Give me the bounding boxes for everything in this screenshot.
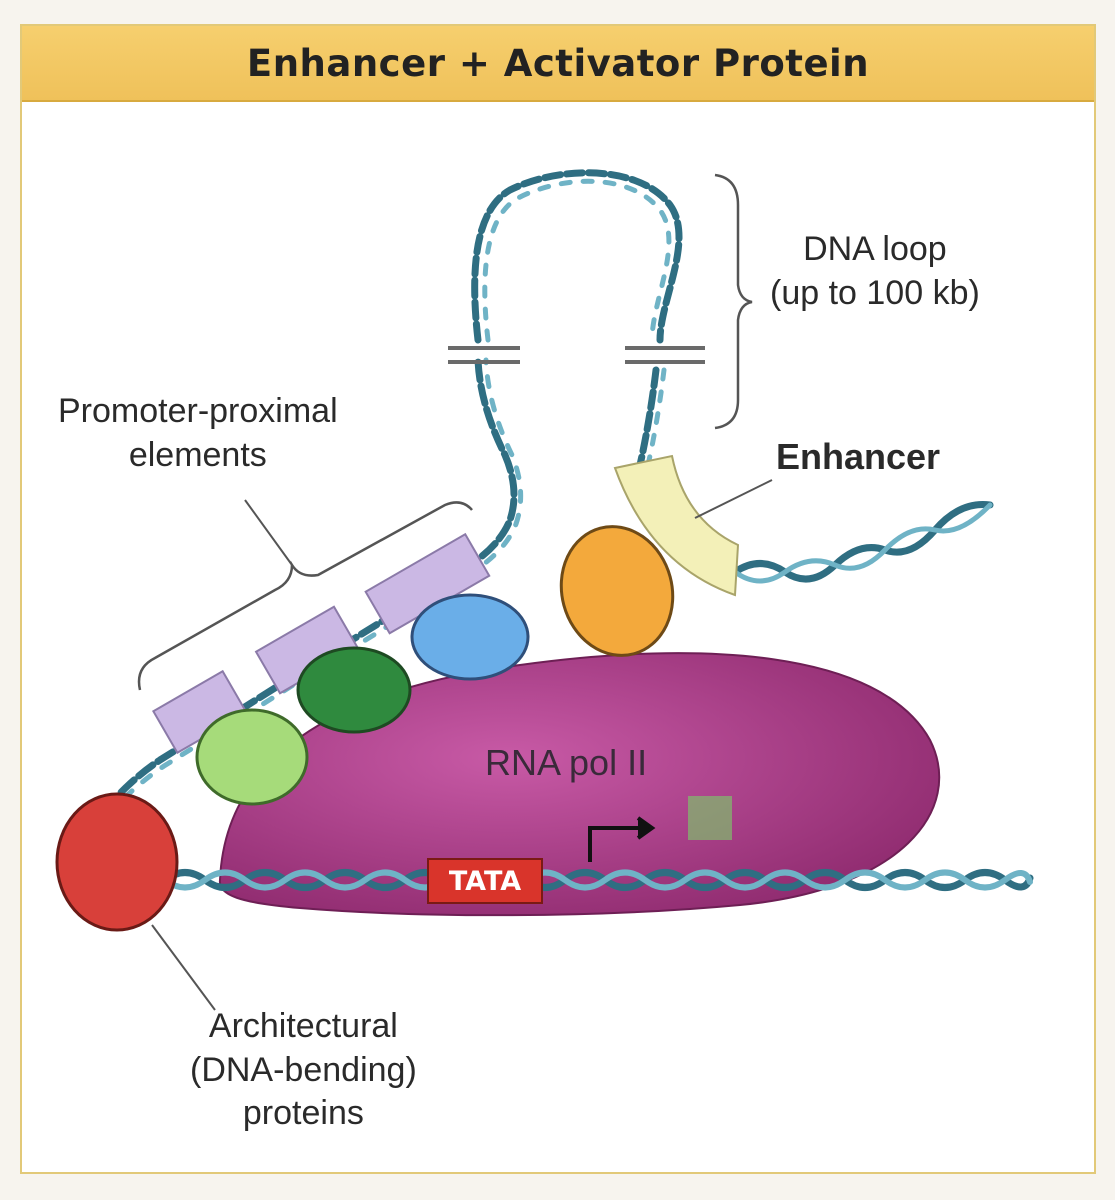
dna-tail-strand-b bbox=[732, 502, 993, 584]
promoter-proximal-elements bbox=[151, 532, 491, 755]
activator-blue bbox=[410, 593, 530, 681]
dna-loop-label-line1: DNA loop bbox=[803, 230, 947, 268]
architectural-proteins-label: Architectural (DNA-bending) proteins bbox=[190, 1005, 417, 1136]
promoter-proximal-label-line1: Promoter-proximal bbox=[58, 392, 338, 430]
title-bar: Enhancer + Activator Protein bbox=[22, 26, 1094, 102]
rna-pol-ii-label: RNA pol II bbox=[485, 742, 648, 783]
promoter-proximal-label: Promoter-proximal elements bbox=[58, 390, 338, 477]
transcription-start-arrow bbox=[588, 816, 656, 862]
enhancer-element bbox=[613, 454, 740, 597]
architectural-label-line2: (DNA-bending) bbox=[190, 1050, 417, 1089]
dna-loop-right-strand-b bbox=[645, 367, 667, 468]
dna-loop-label: DNA loop (up to 100 kb) bbox=[770, 228, 980, 315]
dna-main-strand-b bbox=[162, 869, 1033, 891]
dna-loop-label-line2: (up to 100 kb) bbox=[770, 273, 980, 312]
activator-orange bbox=[559, 525, 675, 657]
figure-frame: Enhancer + Activator Protein bbox=[20, 24, 1096, 1174]
loop-break-marks bbox=[448, 346, 705, 364]
enhancer-label: Enhancer bbox=[776, 436, 941, 477]
transcript-marker bbox=[688, 796, 732, 840]
promoter-proximal-label-line2: elements bbox=[128, 435, 267, 474]
enhancer-leader-line bbox=[694, 479, 773, 519]
dna-loop-brace bbox=[714, 173, 753, 430]
architectural-label-line1: Architectural bbox=[208, 1007, 398, 1045]
dna-tail-strand-a bbox=[731, 501, 994, 583]
activator-dark-green bbox=[296, 646, 412, 734]
architectural-leader-line bbox=[151, 924, 216, 1011]
architectural-label-line3: proteins bbox=[242, 1094, 364, 1133]
dna-loop-strand-a bbox=[471, 169, 683, 344]
promoter-leader-line bbox=[244, 499, 293, 566]
dna-loop-strand-b bbox=[482, 178, 672, 343]
activator-light-green bbox=[195, 708, 309, 806]
dna-loop-right-strand-a bbox=[636, 366, 660, 469]
architectural-protein bbox=[55, 792, 179, 932]
figure-title: Enhancer + Activator Protein bbox=[246, 41, 870, 85]
tata-box: TATA bbox=[427, 858, 543, 904]
